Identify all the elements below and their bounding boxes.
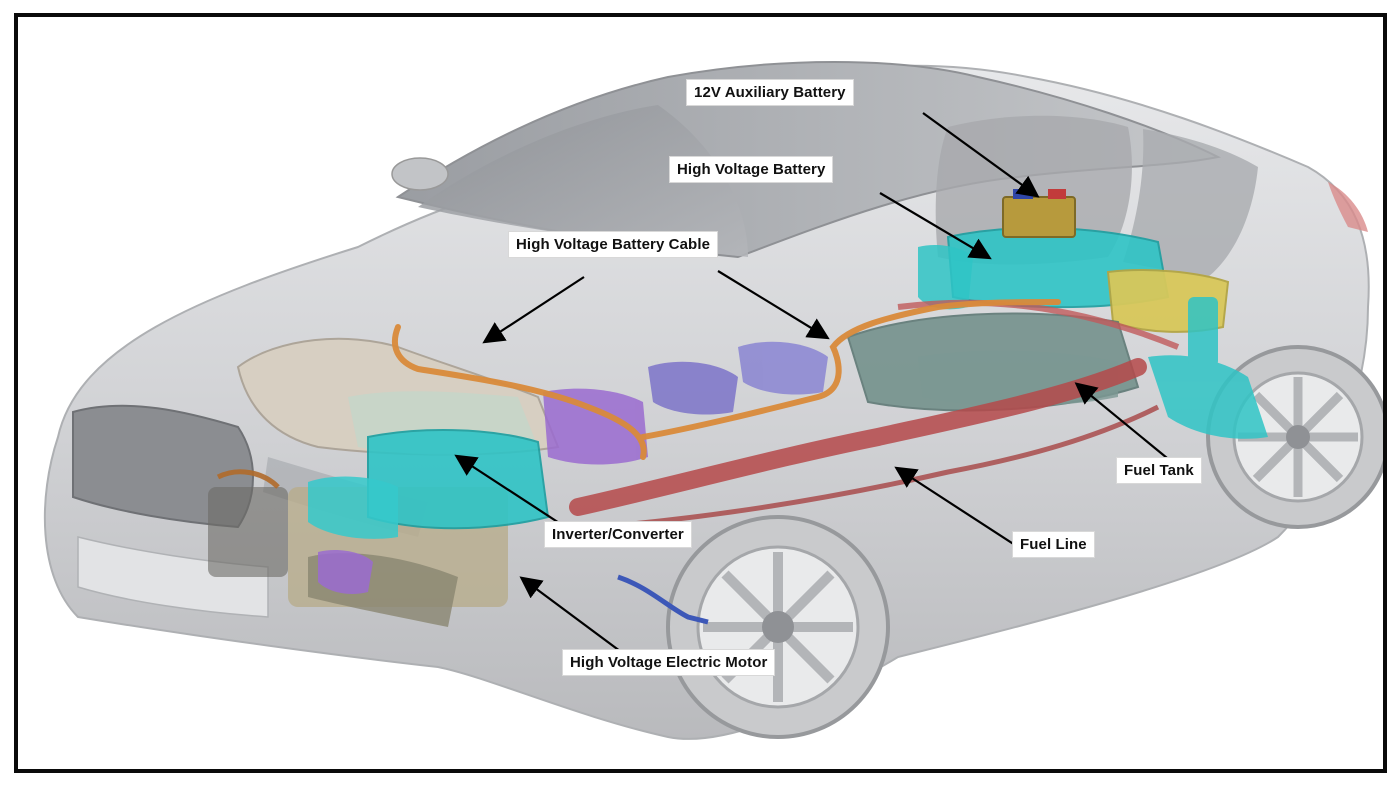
diagram-frame: 12V Auxiliary Battery High Voltage Batte…	[14, 13, 1387, 773]
car-cutaway-illustration	[43, 61, 1383, 740]
arrow-hv-battery	[879, 192, 992, 260]
label-aux-battery: 12V Auxiliary Battery	[686, 79, 854, 106]
arrow-fuel-tank	[1074, 382, 1179, 468]
fuel-line-pipe	[569, 358, 1147, 516]
label-hv-battery-cable: High Voltage Battery Cable	[508, 231, 719, 258]
arrow-aux-battery	[922, 112, 1040, 198]
inverter-converter-component	[308, 429, 550, 539]
label-inverter-converter: Inverter/Converter	[544, 521, 692, 548]
hv-battery-cable-wire	[391, 299, 1061, 460]
fuel-line-thin	[597, 404, 1160, 530]
callout-arrows	[454, 112, 1179, 658]
arrow-fuel-line	[894, 466, 1019, 548]
arrow-electric-motor	[519, 576, 629, 658]
rear-suspension	[918, 245, 1268, 439]
label-hv-battery: High Voltage Battery	[669, 156, 834, 183]
arrow-hv-cable-right	[717, 270, 830, 340]
fuel-tank-component	[846, 312, 1140, 412]
arrow-inverter	[454, 454, 574, 533]
auxiliary-components	[318, 341, 828, 594]
label-fuel-line: Fuel Line	[1012, 531, 1095, 558]
label-electric-motor: High Voltage Electric Motor	[562, 649, 776, 676]
arrow-hv-cable-left	[482, 276, 585, 344]
label-fuel-tank: Fuel Tank	[1116, 457, 1202, 484]
